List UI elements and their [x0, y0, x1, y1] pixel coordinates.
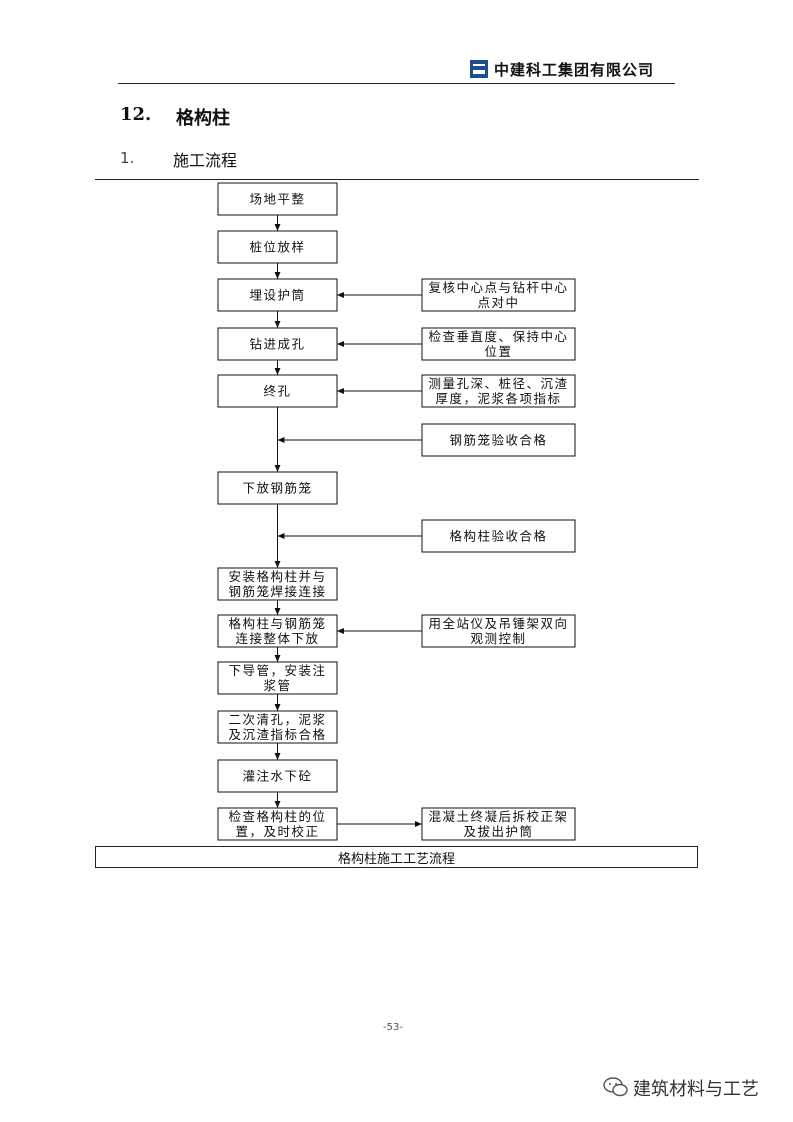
process-step-text: 二次清孔，泥浆	[228, 712, 326, 727]
flowchart-caption: 格构柱施工工艺流程	[95, 846, 698, 868]
process-step	[217, 471, 338, 505]
process-step-text: 下放钢筋笼	[242, 481, 312, 496]
side-note-text: 测量孔深、桩径、沉渣	[428, 376, 568, 391]
subsection-number: 1.	[120, 149, 135, 167]
section-title: 格构柱	[176, 108, 230, 129]
watermark-text: 建筑材料与工艺	[633, 1079, 759, 1100]
process-step-text: 安装格构柱并与	[228, 569, 326, 584]
process-step-text: 及沉渣指标合格	[228, 727, 326, 742]
side-note	[421, 278, 576, 312]
process-step-text: 钻进成孔	[249, 337, 305, 352]
side-note	[421, 807, 576, 841]
process-step-text: 下导管，安装注	[228, 663, 326, 678]
caption-text: 格构柱施工工艺流程	[337, 851, 455, 867]
side-note	[421, 519, 576, 553]
side-note-text: 厚度，泥浆各项指标	[435, 391, 561, 406]
process-step	[217, 759, 338, 793]
process-step	[217, 567, 338, 601]
section-number: 12.	[120, 104, 152, 125]
process-step-text: 浆管	[263, 678, 291, 693]
page-number: -53-	[383, 1022, 403, 1033]
side-note-text: 复核中心点与钻杆中心	[428, 280, 568, 295]
subsection-title: 施工流程	[173, 151, 238, 170]
subsection-divider	[95, 179, 699, 180]
side-note-text: 混凝土终凝后拆校正架	[428, 809, 568, 824]
side-note-text: 位置	[484, 344, 512, 359]
process-step-text: 埋设护筒	[249, 288, 305, 303]
process-step-text: 连接整体下放	[235, 631, 319, 646]
company-logo	[470, 60, 488, 78]
side-note-text: 及拔出护筒	[463, 824, 533, 839]
process-step-text: 终孔	[263, 384, 291, 399]
side-note-text: 格构柱验收合格	[449, 529, 547, 544]
process-step	[217, 807, 338, 841]
process-step	[217, 182, 338, 216]
process-step-text: 钢筋笼焊接连接	[228, 584, 326, 599]
company-name: 中建科工集团有限公司	[494, 61, 655, 79]
wechat-icon	[603, 1077, 628, 1097]
side-note	[421, 327, 576, 361]
process-step-text: 桩位放样	[249, 240, 305, 255]
side-note	[421, 423, 576, 457]
side-note-text: 钢筋笼验收合格	[449, 433, 547, 448]
process-step-text: 格构柱与钢筋笼	[228, 616, 326, 631]
process-step	[217, 710, 338, 744]
side-note-text: 观测控制	[470, 631, 526, 646]
header-divider	[118, 83, 675, 84]
process-step-text: 置，及时校正	[235, 824, 319, 839]
side-note-text: 用全站仪及吊锤架双向	[428, 616, 568, 631]
process-step-text: 场地平整	[249, 192, 305, 207]
process-step-text: 灌注水下砼	[242, 769, 312, 784]
side-note-text: 点对中	[477, 295, 519, 310]
side-note	[421, 374, 576, 408]
process-step-text: 检查格构柱的位	[228, 809, 326, 824]
side-note-text: 检查垂直度、保持中心	[428, 329, 568, 344]
